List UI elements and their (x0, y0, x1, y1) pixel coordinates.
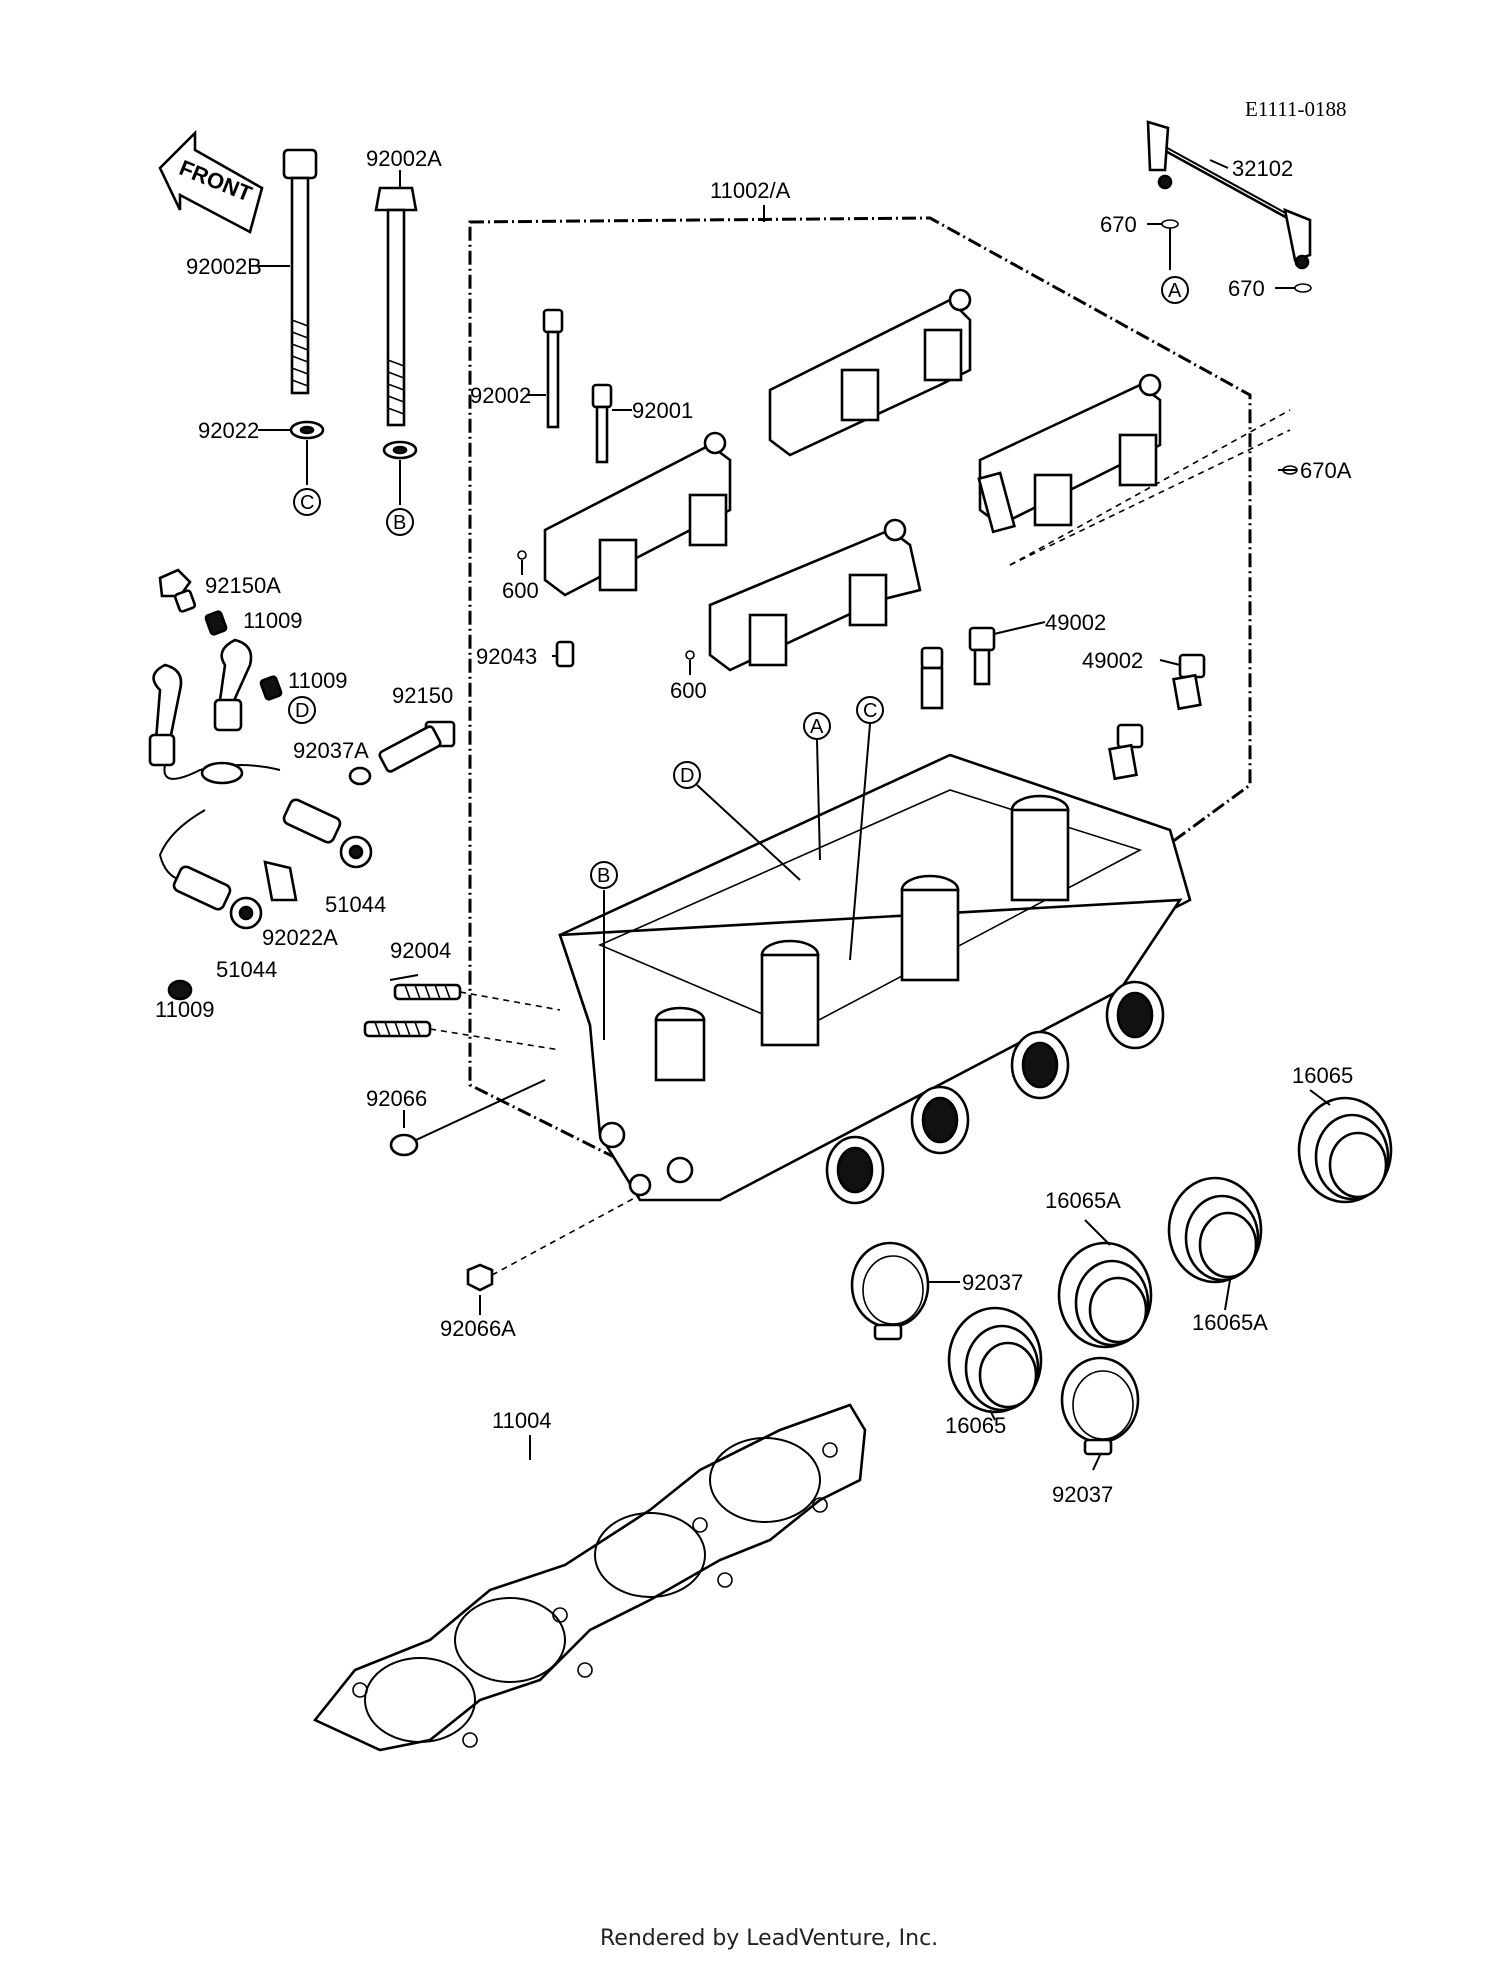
oil-hose-assembly (148, 568, 456, 1001)
part-label-32102: 32102 (1232, 156, 1293, 181)
ref-marker-a-top: A (1168, 280, 1182, 302)
part-label-11009-c: 11009 (155, 997, 215, 1022)
dowel-600-a (517, 550, 527, 560)
oring-670-a (1161, 219, 1179, 229)
part-label-16065-right: 16065 (1292, 1063, 1353, 1088)
ref-marker-b-head: B (597, 865, 610, 887)
part-label-92004: 92004 (390, 938, 451, 963)
fitting-49002-b (920, 646, 944, 710)
part-label-49002-a: 49002 (1045, 610, 1106, 635)
fitting-49002-d (1108, 723, 1144, 781)
part-label-92043: 92043 (476, 644, 537, 669)
clamp-92037-lower (1060, 1356, 1140, 1456)
front-arrow-icon: FRONT (158, 129, 264, 234)
oring-670-b (1294, 283, 1312, 293)
part-label-92037-lower: 92037 (1052, 1482, 1113, 1507)
fitting-49002-c (1172, 653, 1206, 711)
part-label-92001: 92001 (632, 398, 693, 423)
diagram-code: E1111-0188 (1245, 97, 1346, 121)
intake-holder-16065a-lower (1057, 1241, 1153, 1349)
part-label-49002-b: 49002 (1082, 648, 1143, 673)
ref-marker-c-head: C (863, 700, 877, 722)
intake-holder-16065-lower (947, 1306, 1043, 1414)
part-label-11002a: 11002/A (710, 178, 791, 203)
part-label-670-right: 670 (1228, 276, 1265, 301)
part-label-600-b: 600 (670, 678, 707, 703)
collar-92043 (555, 640, 575, 668)
plug-92066 (389, 1133, 419, 1157)
part-label-92022a: 92022A (262, 925, 338, 950)
part-label-92037-upper: 92037 (962, 1270, 1023, 1295)
part-label-16065-lower: 16065 (945, 1413, 1006, 1438)
part-label-11009-a: 11009 (243, 608, 303, 633)
assembly-frame (468, 216, 1252, 1197)
clamp-92037-upper (850, 1241, 930, 1341)
cap-bolt-92002 (542, 308, 564, 429)
part-label-92022: 92022 (198, 418, 259, 443)
dowel-600-b (685, 650, 695, 660)
intake-holder-16065a-upper (1167, 1176, 1263, 1284)
plug-92066a (466, 1263, 494, 1292)
ref-marker-b-left: B (393, 512, 406, 534)
part-label-92066: 92066 (366, 1086, 427, 1111)
part-label-16065a-lower: 16065A (1192, 1310, 1268, 1335)
camshaft-cap-1 (768, 288, 972, 457)
head-gasket-11004 (312, 1403, 867, 1752)
part-label-92150a: 92150A (205, 573, 281, 598)
ref-markers: A C B A C D D B (288, 276, 1189, 1040)
cylinder-head (558, 753, 1192, 1205)
ref-marker-a-head: A (810, 716, 824, 738)
head-bolt-92002b (282, 148, 318, 395)
ref-marker-d-left: D (295, 700, 309, 722)
head-bolt-92002a (374, 186, 418, 427)
ref-marker-c-left: C (300, 492, 314, 514)
part-label-92002a: 92002A (366, 146, 442, 171)
camshaft-cap-3 (977, 373, 1162, 534)
intake-holder-16065-right (1297, 1096, 1393, 1204)
cap-bolt-92001 (591, 383, 613, 464)
part-label-92150: 92150 (392, 683, 453, 708)
render-credit: Rendered by LeadVenture, Inc. (600, 1926, 938, 1951)
camshaft-cap-4 (708, 518, 922, 672)
camshaft-cap-2 (543, 431, 732, 597)
ref-marker-d-head: D (680, 765, 694, 787)
part-label-600-a: 600 (502, 578, 539, 603)
part-label-92037a: 92037A (293, 738, 369, 763)
part-label-51044-b: 51044 (216, 957, 277, 982)
oil-pipe-32102 (1146, 120, 1312, 270)
part-label-92002b: 92002B (186, 254, 262, 279)
part-label-16065a-upper: 16065A (1045, 1188, 1121, 1213)
part-label-11009-b: 11009 (288, 668, 348, 693)
part-label-670-top: 670 (1100, 212, 1137, 237)
leader-lines (258, 159, 1331, 1471)
part-label-51044-a: 51044 (325, 892, 386, 917)
stud-92004-a (393, 983, 462, 1001)
part-label-92066a: 92066A (440, 1316, 516, 1341)
part-label-92002: 92002 (470, 383, 531, 408)
part-label-670a: 670A (1300, 458, 1352, 483)
part-labels: 11002/A 32102 670 670 670A 92002A 92002B… (155, 146, 1353, 1507)
part-label-11004: 11004 (492, 1408, 552, 1433)
stud-92004-b (363, 1020, 432, 1038)
fitting-49002-a (968, 626, 996, 686)
